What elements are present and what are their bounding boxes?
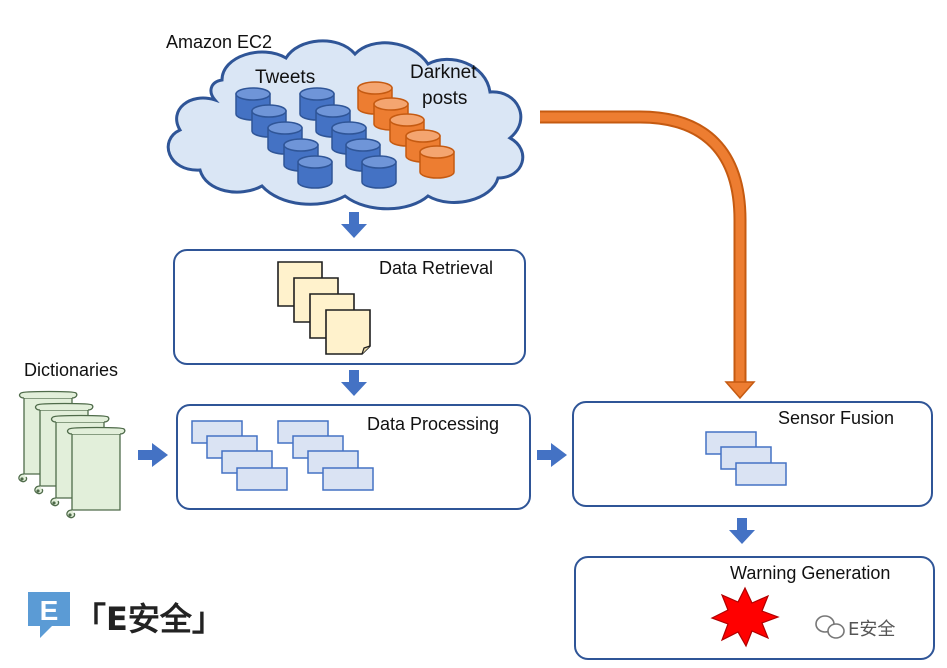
record-cards-left	[191, 420, 288, 491]
sensor-fusion-title: Sensor Fusion	[778, 408, 895, 428]
record-card-icon	[236, 467, 288, 491]
svg-text:E: E	[40, 595, 59, 626]
brand-logo-icon: E	[28, 592, 70, 638]
cloud-label: Amazon EC2	[166, 32, 273, 52]
dictionaries-label: Dictionaries	[24, 360, 119, 380]
wechat-icon	[815, 615, 845, 639]
data-processing-title: Data Processing	[367, 414, 500, 434]
wechat-watermark-text: E安全	[848, 619, 896, 640]
brand-logo-text: 「E安全」	[74, 600, 224, 638]
document-stack-icon	[277, 261, 371, 355]
starburst-icon	[710, 586, 780, 648]
record-card-icon	[322, 467, 374, 491]
record-cards-right	[277, 420, 374, 491]
data-retrieval-title: Data Retrieval	[379, 258, 494, 278]
darknet-label-line1: Darknet	[410, 62, 477, 83]
orange-flow-arrow	[540, 110, 756, 400]
warning-generation-title: Warning Generation	[730, 563, 891, 583]
record-cards-fusion	[705, 431, 787, 486]
tweets-label: Tweets	[255, 67, 316, 88]
darknet-label-line2: posts	[422, 88, 468, 109]
record-card-icon	[735, 462, 787, 486]
